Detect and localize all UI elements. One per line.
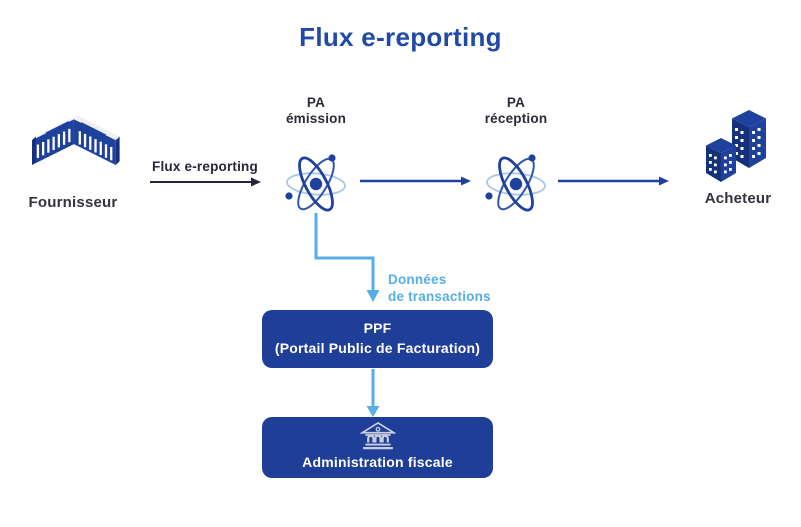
arrow-pa-reception-to-acheteur [558,174,670,188]
ppf-box: PPF (Portail Public de Facturation) [262,310,493,368]
ppf-box-title: PPF [363,320,392,337]
connector-pa-emission-to-ppf [300,213,410,305]
page-title: Flux e-reporting [299,22,502,52]
ppf-box-subtitle: (Portail Public de Facturation) [274,340,481,356]
fournisseur-label: Fournisseur [28,194,118,211]
node-fournisseur: Fournisseur [20,106,126,211]
office-towers-icon [702,106,774,184]
donnees-transactions-label: Données de transactions [388,272,491,304]
factory-building-icon [20,106,126,186]
flux-arrow-label: Flux e-reporting [152,159,258,174]
acheteur-label: Acheteur [704,190,772,207]
admin-fiscale-box: Administration fiscale [262,417,493,478]
bank-icon [359,422,396,450]
pa-emission-label: PA émission [285,95,347,127]
arrow-ppf-to-admin [362,369,384,417]
arrow-fournisseur-to-pa-emission [150,175,262,189]
node-acheteur: Acheteur [698,106,778,207]
atom-icon [279,147,353,221]
arrow-pa-emission-to-pa-reception [360,174,472,188]
pa-reception-label: PA réception [484,95,548,127]
atom-icon [479,147,553,221]
admin-fiscale-label: Administration fiscale [302,454,453,471]
